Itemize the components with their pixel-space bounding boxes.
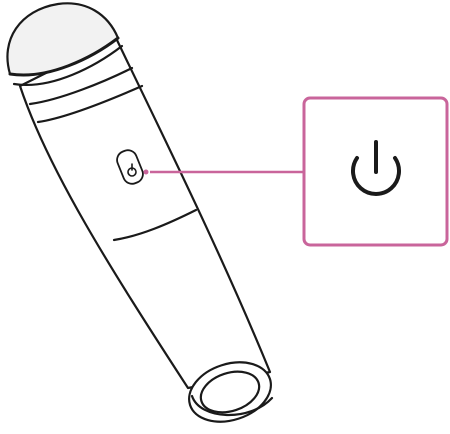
microphone-icon — [7, 3, 278, 431]
microphone-handle — [20, 38, 270, 388]
power-callout — [304, 98, 447, 245]
